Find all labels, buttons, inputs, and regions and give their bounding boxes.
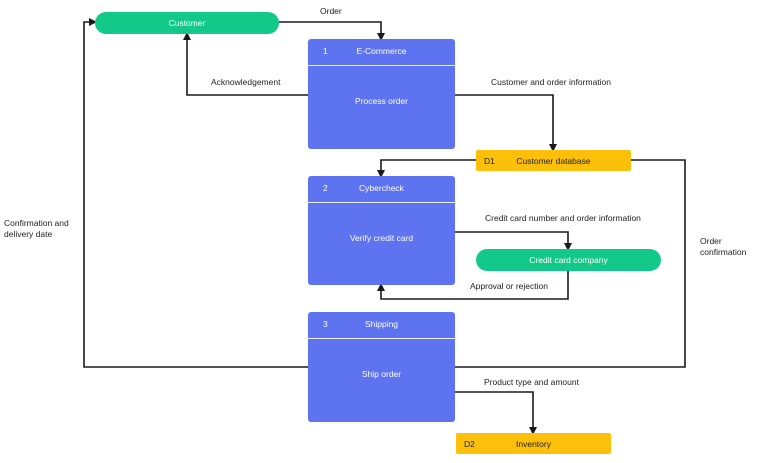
flow-order-confirmation [455,159,686,368]
process-action: Ship order [361,369,402,379]
store-name: Inventory [516,439,551,449]
label-confirmation-delivery: Confirmation and delivery date [4,218,84,239]
store-id: D1 [484,156,495,166]
process-header: 2 Cybercheck [308,176,455,203]
process-action: Verify credit card [349,233,414,243]
label-acknowledgement: Acknowledgement [211,77,281,87]
process-ecommerce[interactable]: 1 E-Commerce Process order [308,39,455,149]
label-confirmation-line2: delivery date [4,228,53,239]
label-customer-order-info: Customer and order information [491,77,612,87]
entity-credit-card-company-label: Credit card company [529,255,608,265]
process-shipping[interactable]: 3 Shipping Ship order [308,312,455,422]
flow-confirmation-delivery [83,18,308,368]
label-order-confirmation-line2: confirmation [700,246,747,257]
entity-customer[interactable]: Customer [95,12,279,34]
flow-product-type [455,391,537,435]
process-number: 1 [323,46,328,56]
flow-acknowledgement [183,32,308,96]
process-number: 2 [323,183,328,193]
process-cybercheck[interactable]: 2 Cybercheck Verify credit card [308,176,455,285]
label-order-confirmation: Order confirmation [700,236,762,257]
label-product-type: Product type and amount [484,377,579,387]
label-order-confirmation-line1: Order [700,236,722,246]
process-number: 3 [323,319,328,329]
entity-customer-label: Customer [168,18,206,28]
process-name: Shipping [364,319,399,329]
flow-customer-order-info [455,94,557,152]
store-inventory[interactable]: D2 Inventory [456,433,611,454]
store-customer-database[interactable]: D1 Customer database [476,150,631,171]
store-id: D2 [464,439,475,449]
flow-db-to-cybercheck [377,159,476,178]
label-credit-card-info: Credit card number and order information [485,213,641,223]
process-name: Cybercheck [359,183,404,193]
label-confirmation-line1: Confirmation and [4,218,69,228]
store-name: Customer database [516,156,591,166]
flow-credit-card-info [455,231,572,251]
process-header: 1 E-Commerce [308,39,455,66]
entity-credit-card-company[interactable]: Credit card company [476,249,661,271]
process-action: Process order [355,96,408,106]
label-approval: Approval or rejection [470,281,548,291]
process-header: 3 Shipping [308,312,455,339]
flow-approval [377,271,569,300]
flow-order [279,21,385,41]
process-name: E-Commerce [356,46,407,56]
label-order: Order [320,6,342,16]
